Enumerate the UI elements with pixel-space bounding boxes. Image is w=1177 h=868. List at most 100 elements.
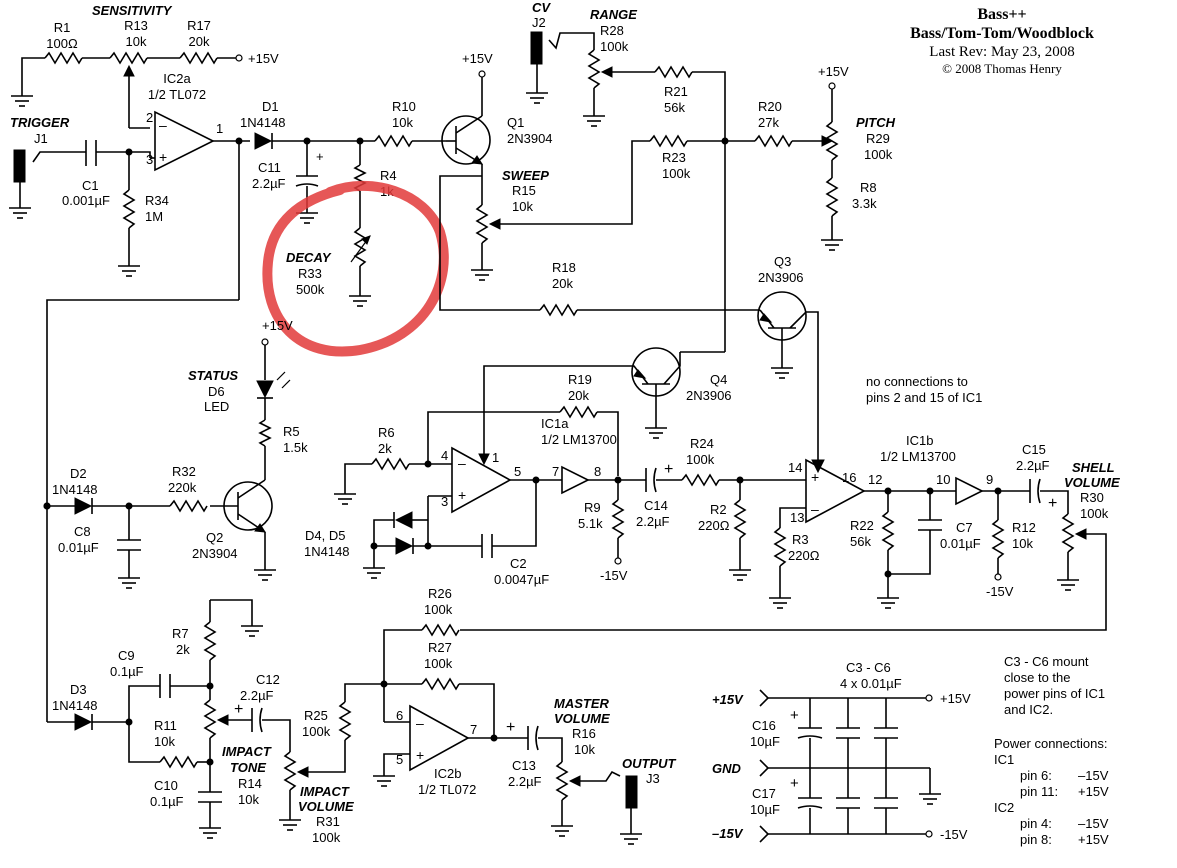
ic2b-pin7: 7 (470, 722, 477, 737)
pitch-label: PITCH (856, 115, 896, 130)
master-volume-label: VOLUME (554, 711, 610, 726)
q1-transistor-icon (441, 115, 491, 165)
svg-text:–: – (811, 501, 819, 517)
c15-value: 2.2µF (1016, 458, 1050, 473)
d6-value: LED (204, 399, 229, 414)
power-ic2-pin4: pin 4: (1020, 816, 1052, 831)
c2-label: C2 (510, 556, 527, 571)
q2-label: Q2 (206, 530, 223, 545)
q1-label: Q1 (507, 115, 524, 130)
r6-value: 2k (378, 441, 392, 456)
r8-value: 3.3k (852, 196, 877, 211)
d2-label: D2 (70, 466, 87, 481)
gnd-rail-label: GND (712, 761, 742, 776)
r19-label: R19 (568, 372, 592, 387)
svg-text:–: – (458, 455, 466, 471)
power-title: Power connections: (994, 736, 1107, 751)
note-line-2: close to the (1004, 670, 1071, 685)
r4-label: R4 (380, 168, 397, 183)
q4-label: Q4 (710, 372, 727, 387)
power-ic1-pin6-value: –15V (1078, 768, 1109, 783)
d1-diode-icon (254, 132, 273, 150)
c14-plus: + (664, 461, 673, 478)
trigger-jack-icon (13, 149, 26, 183)
shell-volume-label: VOLUME (1064, 475, 1120, 490)
copyright-note: © 2008 Thomas Henry (942, 61, 1062, 76)
d2-diode-icon (74, 497, 93, 515)
d1-value: 1N4148 (240, 115, 286, 130)
note-line-4: and IC2. (1004, 702, 1053, 717)
c9-label: C9 (118, 648, 135, 663)
power-ic2-pin8: pin 8: (1020, 832, 1052, 847)
c13-value: 2.2µF (508, 774, 542, 789)
note-line-1: C3 - C6 mount (1004, 654, 1089, 669)
c10-label: C10 (154, 778, 178, 793)
vca-section: R19 20k IC1a 1/2 LM13700 – + 4 1 5 3 7 8… (304, 372, 806, 587)
note-no-connections-1: no connections to (866, 374, 968, 389)
r30-value: 100k (1080, 506, 1109, 521)
ic1a-value: 1/2 LM13700 (541, 432, 617, 447)
ic1a-pin7: 7 (552, 464, 559, 479)
c13-label: C13 (512, 758, 536, 773)
r2-label: R2 (710, 502, 727, 517)
r34-label: R34 (145, 193, 169, 208)
c10-value: 0.1µF (150, 794, 184, 809)
r32-value: 220k (168, 480, 197, 495)
plus15-label: +15V (248, 51, 279, 66)
ic2a-pin2: 2 (146, 110, 153, 125)
sweep-label: SWEEP (502, 168, 549, 183)
note-no-connections-2: pins 2 and 15 of IC1 (866, 390, 982, 405)
shell-label: SHELL (1072, 460, 1115, 475)
ic2b-value: 1/2 TL072 (418, 782, 476, 797)
r11-value: 10k (154, 734, 175, 749)
r2-value: 220Ω (698, 518, 730, 533)
c8-value: 0.01µF (58, 540, 99, 555)
r6-label: R6 (378, 425, 395, 440)
r14-label: R14 (238, 776, 262, 791)
r19-value: 20k (568, 388, 589, 403)
r31-label: R31 (316, 814, 340, 829)
c12-label: C12 (256, 672, 280, 687)
r7-label: R7 (172, 626, 189, 641)
c1-label: C1 (82, 178, 99, 193)
power-ic2: IC2 (994, 800, 1014, 815)
d6-label: D6 (208, 384, 225, 399)
r20-value: 27k (758, 115, 779, 130)
ic1a-pin1: 1 (492, 450, 499, 465)
r18-label: R18 (552, 260, 576, 275)
ic2b-opamp (409, 704, 470, 772)
svg-text:+: + (159, 149, 167, 165)
r15-value: 10k (512, 199, 533, 214)
j2-label: J2 (532, 15, 546, 30)
r13-value: 10k (126, 34, 147, 49)
impact-tone-label-1: IMPACT (222, 744, 272, 759)
r30-label: R30 (1080, 490, 1104, 505)
impact-volume-label-1: IMPACT (300, 784, 350, 799)
c14-value: 2.2µF (636, 514, 670, 529)
r21-value: 56k (664, 100, 685, 115)
r11-label: R11 (154, 718, 177, 733)
shell-section: IC1b 1/2 LM13700 + – 14 16 13 12 10 9 R3… (460, 433, 1120, 631)
ic1a-label: IC1a (541, 416, 569, 431)
status-section: +15V STATUS D6 LED R5 1.5k Q2 2N3904 D2 … (43, 318, 732, 589)
c11-plus: + (316, 149, 324, 164)
r1-value: 100Ω (46, 36, 78, 51)
impact-tone-label-2: TONE (230, 760, 266, 775)
c17-value: 10µF (750, 802, 780, 817)
c8-label: C8 (74, 524, 91, 539)
svg-text:–: – (416, 715, 424, 731)
pitch-section: +15V Q1 2N3904 SWEEP R15 10k CV J2 RANGE… (439, 0, 982, 474)
r13-label: R13 (124, 18, 148, 33)
status-label: STATUS (188, 368, 238, 383)
c14-label: C14 (644, 498, 668, 513)
r15-label: R15 (512, 183, 536, 198)
c16-value: 10µF (750, 734, 780, 749)
r25-value: 100k (302, 724, 331, 739)
note-line-3: power pins of IC1 (1004, 686, 1105, 701)
power-ic1-pin11-value: +15V (1078, 784, 1109, 799)
c11-value: 2.2µF (252, 176, 286, 191)
c1-value: 0.001µF (62, 193, 110, 208)
bypass-capacitor-bank: + + (790, 698, 898, 834)
c3-c6-value: 4 x 0.01µF (840, 676, 902, 691)
